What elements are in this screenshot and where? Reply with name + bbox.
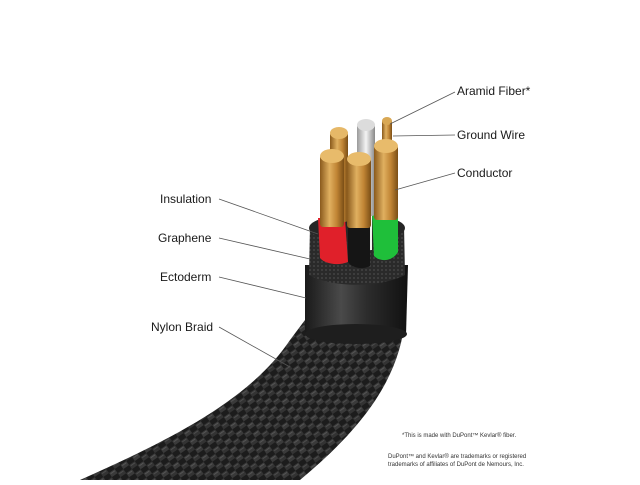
leader-nylon-braid [218, 326, 291, 368]
ectoderm-collar [305, 265, 408, 343]
leader-graphene [218, 237, 311, 260]
label-aramid-fiber: Aramid Fiber* [457, 84, 531, 98]
leader-conductor [394, 172, 456, 191]
conductor-front-left [320, 155, 344, 227]
leader-aramid [389, 91, 456, 125]
insulation-black [348, 222, 370, 269]
footnote-kevlar: *This is made with DuPont™ Kevlar® fiber… [402, 433, 517, 439]
ectoderm-collar-rim [305, 324, 407, 344]
insulation-green [372, 214, 398, 261]
leader-ectoderm [218, 276, 307, 299]
footnote-trademark-2: trademarks of affiliates of DuPont de Ne… [388, 462, 524, 468]
conductor-front-right [374, 145, 398, 220]
label-insulation: Insulation [160, 192, 212, 206]
label-ground-wire: Ground Wire [457, 128, 526, 142]
label-nylon-braid: Nylon Braid [151, 320, 214, 334]
leader-insulation [218, 198, 319, 235]
nylon-braid-body [80, 318, 405, 480]
conductor-front-center [347, 158, 371, 228]
label-ectoderm: Ectoderm [160, 270, 212, 284]
insulation-red [318, 218, 348, 265]
footnote-trademark-1: DuPont™ and Kevlar® are trademarks or re… [388, 454, 527, 460]
label-conductor: Conductor [457, 166, 513, 180]
leader-ground [392, 134, 456, 137]
label-graphene: Graphene [158, 231, 212, 245]
